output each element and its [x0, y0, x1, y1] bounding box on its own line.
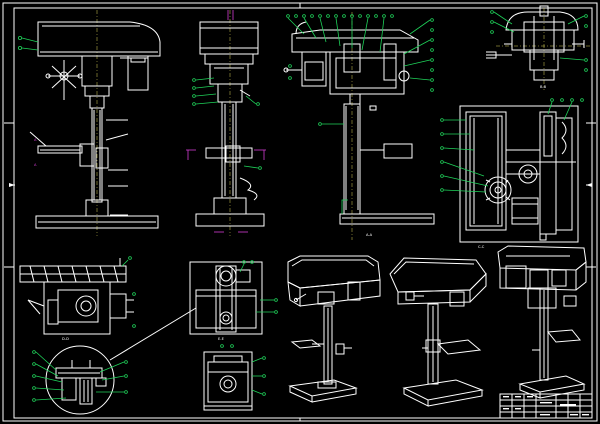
base-detail — [203, 344, 266, 411]
spindle-detail: C-C — [440, 98, 584, 249]
inner-border — [13, 7, 593, 419]
svg-text:A: A — [34, 138, 37, 142]
svg-text:C-C: C-C — [478, 245, 485, 249]
svg-text:A: A — [34, 163, 37, 167]
column-section: E-E — [189, 260, 278, 341]
circle-detail — [32, 307, 197, 415]
title-block — [499, 393, 593, 419]
front-view: A A — [17, 10, 161, 236]
iso-view-1 — [287, 255, 381, 403]
section-view: A-A — [283, 12, 435, 240]
iso-view-2 — [389, 257, 487, 407]
svg-text:B-B: B-B — [540, 85, 547, 89]
svg-text:E-E: E-E — [218, 337, 225, 341]
table-plan-view: D-D — [19, 256, 136, 341]
head-detail-top: B-B — [486, 5, 590, 90]
iso-view-3 — [497, 245, 587, 399]
svg-text:D-D: D-D — [62, 337, 69, 341]
side-view — [186, 10, 266, 236]
svg-text:A-A: A-A — [366, 233, 373, 237]
